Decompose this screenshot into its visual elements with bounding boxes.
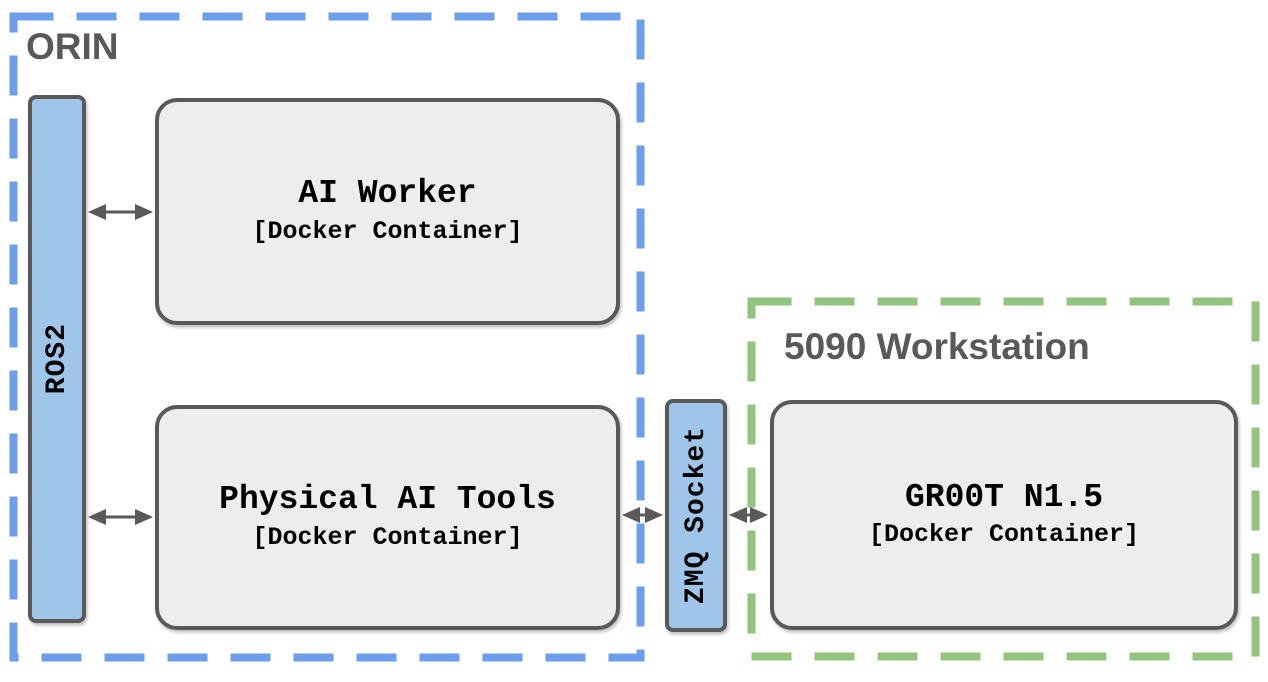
node-zmq-socket-label: ZMQ Socket [680,426,712,605]
workstation-group-border [747,297,1260,661]
node-zmq-socket: ZMQ Socket [665,399,727,632]
node-ai-worker: AI Worker [Docker Container] [155,98,620,325]
arrow-physical-ai-tools-zmq [622,507,663,523]
node-physical-ai-tools-subtitle: [Docker Container] [252,522,523,552]
arrow-ros2-ai-worker [88,204,153,220]
node-groot-title: GR00T N1.5 [904,478,1104,516]
node-groot-subtitle: [Docker Container] [868,520,1140,550]
node-ai-worker-title: AI Worker [298,175,477,213]
node-ai-worker-subtitle: [Docker Container] [252,216,523,246]
node-ros2: ROS2 [28,95,86,623]
orin-group-label: ORIN [26,26,119,67]
node-ros2-label: ROS2 [41,323,73,395]
orin-group-border [9,12,645,662]
workstation-group-label: 5090 Workstation [784,326,1090,367]
node-physical-ai-tools: Physical AI Tools [Docker Container] [155,405,620,630]
arrow-ros2-physical-ai-tools [88,509,153,525]
node-groot: GR00T N1.5 [Docker Container] [770,400,1238,630]
node-physical-ai-tools-title: Physical AI Tools [219,481,556,519]
arrow-zmq-groot [729,507,768,523]
